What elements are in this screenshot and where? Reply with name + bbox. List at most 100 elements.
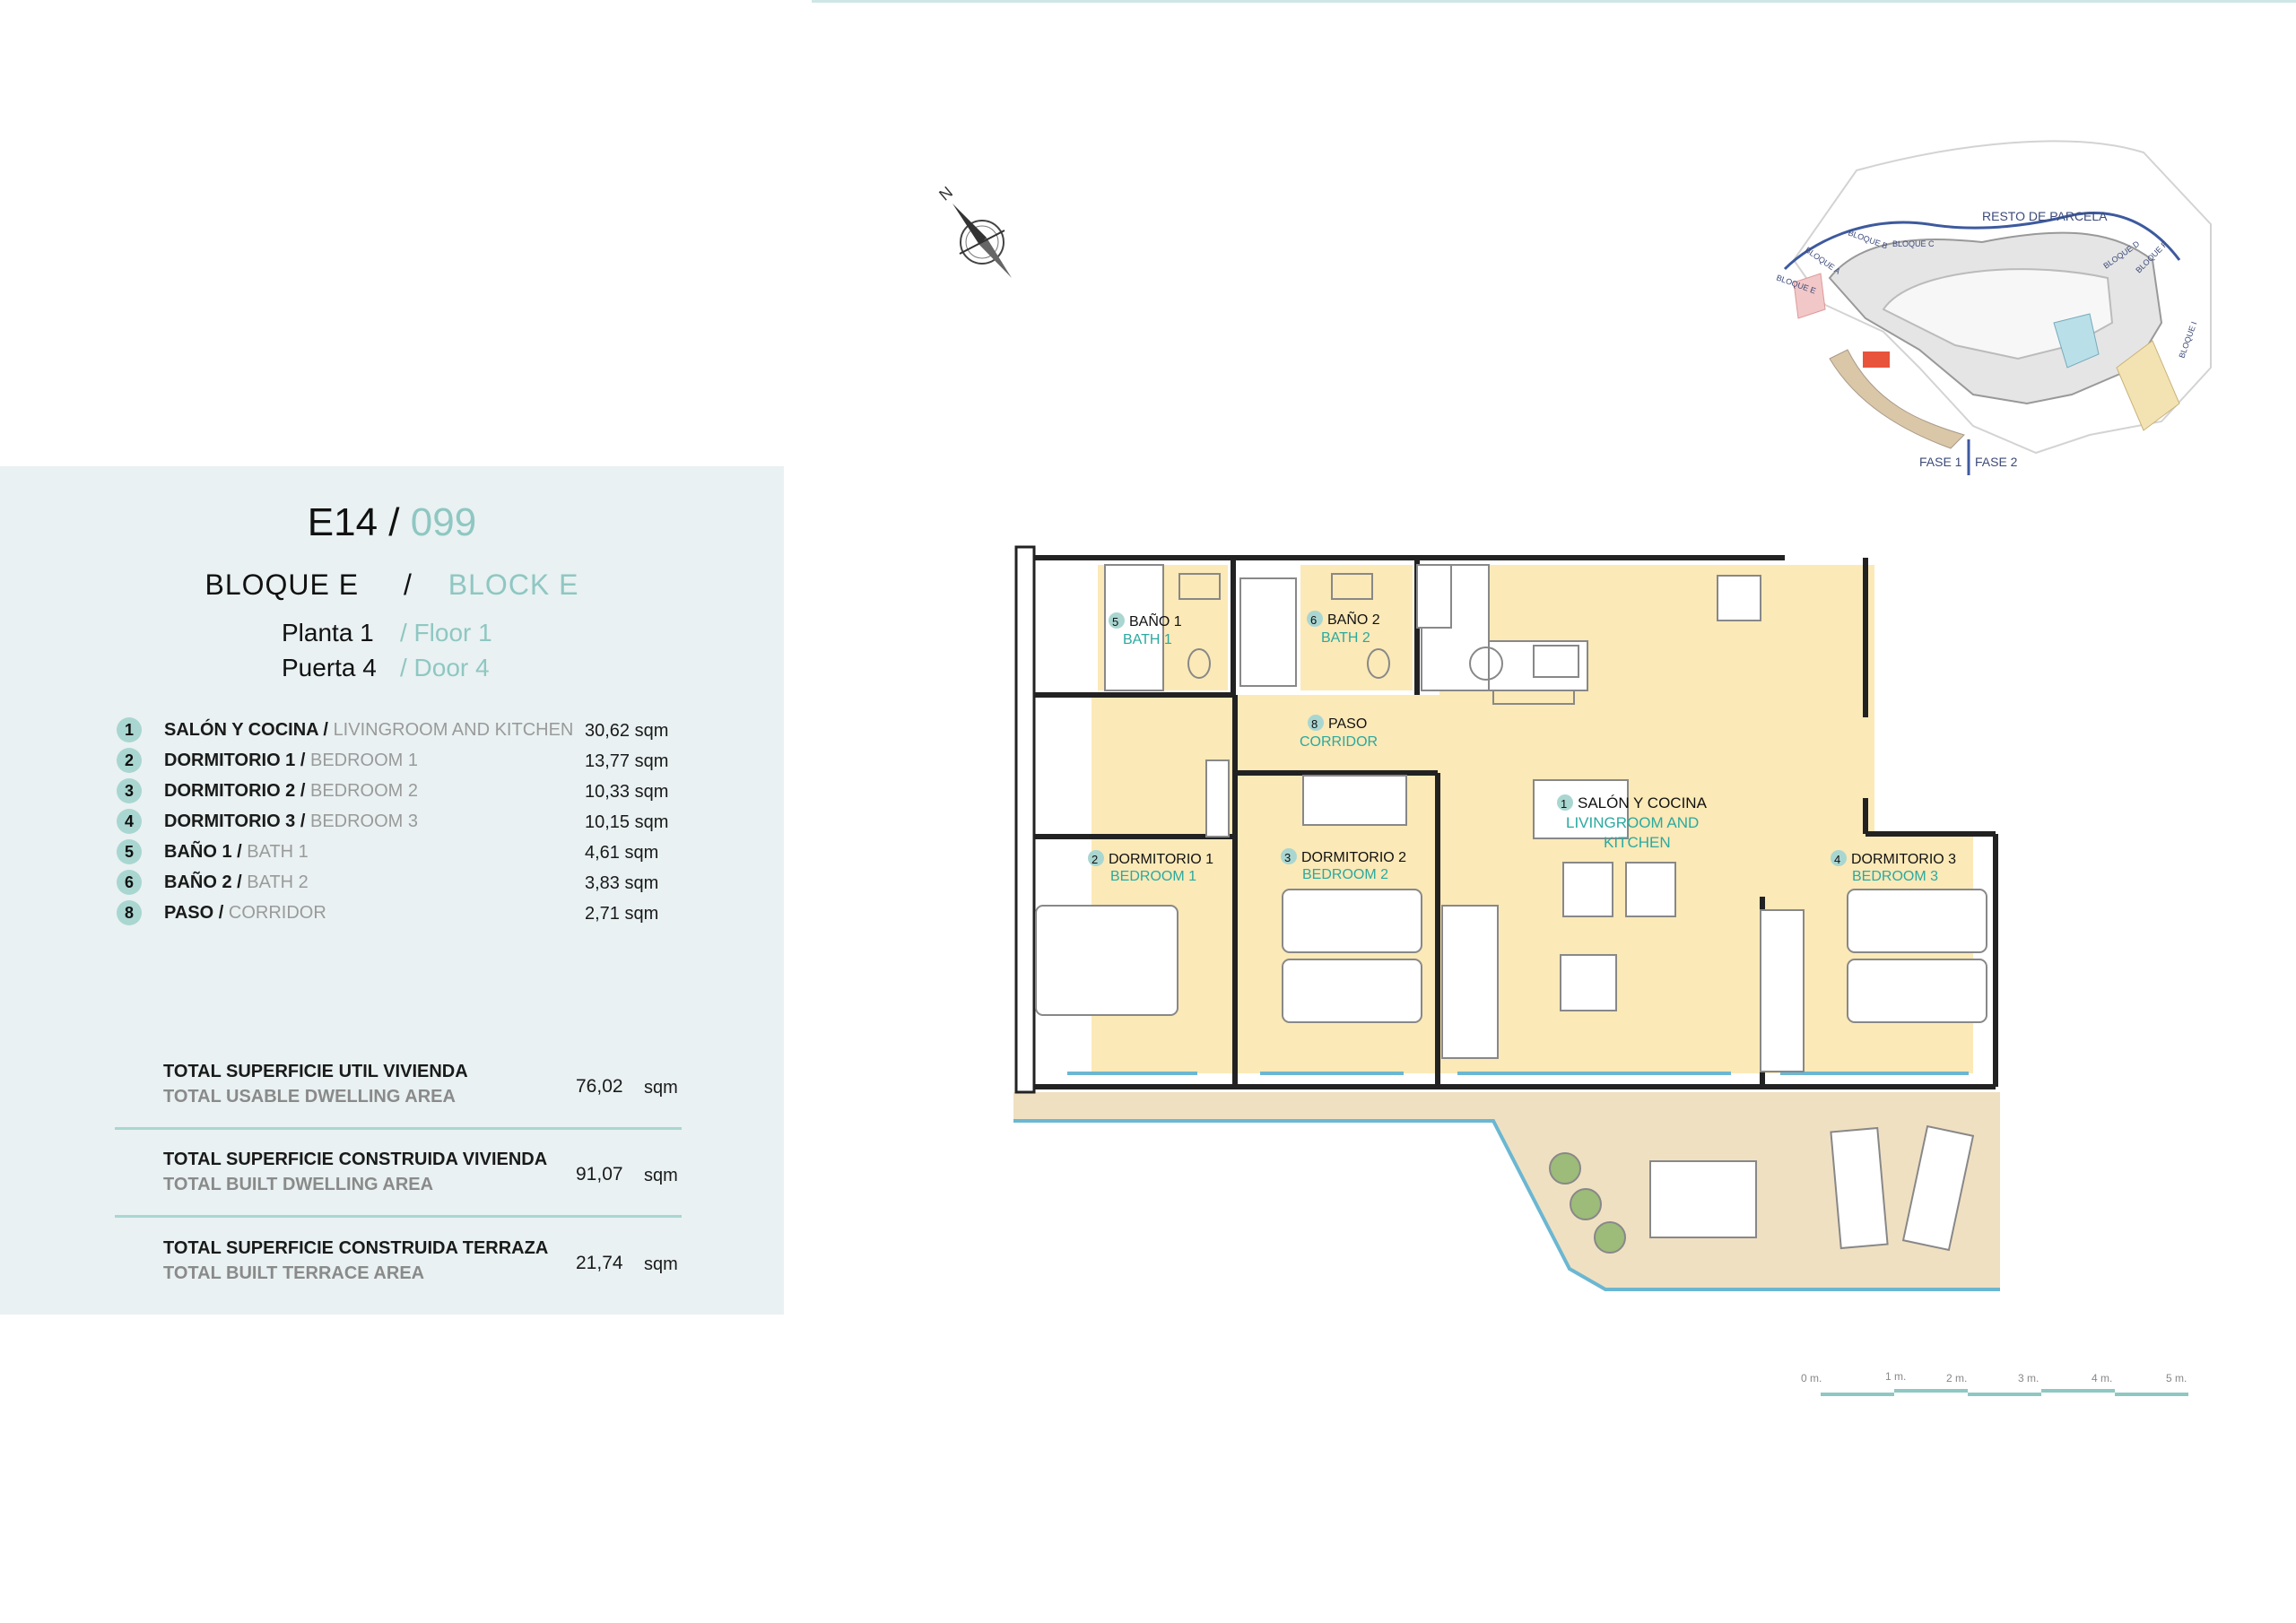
corridor-en: CORRIDOR (1300, 734, 1378, 750)
armchair-icon (1562, 862, 1613, 917)
compass-needle-south (979, 238, 1012, 278)
door-es: Puerta 4 (282, 654, 377, 681)
sofa-icon (1441, 905, 1499, 1059)
room-name-en: LIVINGROOM AND KITCHEN (333, 720, 574, 740)
label-badge (1109, 612, 1125, 629)
room-area: 10,15 sqm (585, 812, 669, 832)
room-name-en: BATH 2 (247, 872, 309, 892)
bath-1-en: BATH 1 (1123, 632, 1172, 647)
washer-icon (1469, 647, 1503, 681)
phase-boundary-line-east (2071, 211, 2181, 261)
label-badge (1088, 850, 1104, 866)
living-number: 1 (1561, 797, 1567, 811)
bath-2-es: BAÑO 2 (1327, 610, 1380, 628)
living-en-2: KITCHEN (1604, 834, 1671, 851)
shower-2 (1239, 577, 1297, 687)
total-en: TOTAL BUILT TERRACE AREA (163, 1263, 425, 1283)
floor-es: Planta 1 (282, 619, 374, 647)
floor-en: / Floor 1 (400, 619, 492, 647)
floor-plan: 5 BAÑO 1 BATH 1 6 BAÑO 2 BATH 2 8 PASO C… (1013, 545, 2000, 1291)
planter-icon (1594, 1221, 1626, 1254)
room-name-en: BEDROOM 1 (309, 751, 419, 770)
room-badge: 8 (117, 900, 142, 925)
door-en: / Door 4 (400, 654, 490, 681)
scale-tick: 1 m. (1885, 1370, 1906, 1383)
kitchen-counter-front (1488, 640, 1588, 691)
bloque-label: BLOQUE C (1892, 239, 1935, 248)
bath-2-en: BATH 2 (1321, 630, 1370, 646)
total-terrace-area: TOTAL SUPERFICIE CONSTRUIDA TERRAZA TOTA… (115, 1238, 682, 1324)
wardrobe-3-icon (1760, 909, 1805, 1072)
floor-row: Planta 1 / Floor 1 (0, 619, 784, 651)
bed-2-en: BEDROOM 2 (1302, 867, 1388, 882)
bed-2-top-icon (1282, 889, 1422, 953)
bath-1-es: BAÑO 1 (1129, 612, 1182, 629)
dining-table-icon (1533, 779, 1629, 839)
toilet-2-icon (1367, 648, 1390, 679)
room-row: 3 DORMITORIO 2 / BEDROOM 2 10,33 sqm (117, 778, 691, 807)
room-name-es: BAÑO 2 / (164, 872, 242, 892)
fase-1-label: FASE 1 (1919, 455, 1962, 469)
label-badge (1557, 794, 1573, 811)
bath-2-number: 6 (1310, 613, 1317, 627)
garden-area (2116, 340, 2180, 431)
total-es: TOTAL SUPERFICIE CONSTRUIDA TERRAZA (163, 1238, 549, 1258)
bath-2-floor (1300, 565, 1413, 690)
scale-tick: 2 m. (1946, 1372, 1967, 1384)
washbasin-2-icon (1331, 573, 1373, 600)
room-name-en: BATH 1 (247, 842, 309, 862)
bed-1-en: BEDROOM 1 (1110, 869, 1196, 884)
planter-icon (1549, 1152, 1581, 1185)
room-badge: 1 (117, 717, 142, 742)
room-name-en: BEDROOM 3 (309, 812, 419, 831)
unit-number: 099 (410, 500, 477, 544)
total-unit: sqm (644, 1166, 678, 1185)
phase-boundary-line (1783, 213, 2073, 271)
block-e-zone (1793, 273, 1826, 319)
room-name-es: DORMITORIO 3 / (164, 812, 306, 831)
total-value: 91,07 (576, 1164, 623, 1185)
bed-2-es: DORMITORIO 2 (1301, 850, 1406, 865)
washbasin-1-icon (1178, 573, 1221, 600)
breakfast-bar (1492, 690, 1575, 705)
room-name-es: DORMITORIO 1 / (164, 751, 306, 770)
room-name-en: CORRIDOR (228, 903, 326, 923)
fase-2-label: FASE 2 (1975, 455, 2018, 469)
living-en-1: LIVINGROOM AND (1566, 814, 1699, 831)
armchair-icon (1625, 862, 1676, 917)
unit-code: E14 / (307, 500, 400, 544)
scale-tick: 0 m. (1801, 1372, 1822, 1384)
top-rule (812, 0, 2296, 3)
bed-3-bottom-icon (1847, 959, 1987, 1023)
room-area: 3,83 sqm (585, 873, 659, 893)
bed-1-number: 2 (1091, 853, 1098, 866)
compass-ring (960, 220, 1004, 265)
divider (115, 1127, 682, 1130)
fridge-icon (1717, 575, 1761, 621)
corridor-number: 8 (1311, 717, 1318, 731)
total-value: 76,02 (576, 1076, 623, 1097)
divider (115, 1215, 682, 1218)
room-area: 4,61 sqm (585, 843, 659, 863)
total-en: TOTAL USABLE DWELLING AREA (163, 1087, 456, 1107)
scale-tick: 3 m. (2018, 1372, 2039, 1384)
room-area: 30,62 sqm (585, 721, 669, 741)
corridor-es: PASO (1328, 716, 1367, 732)
total-unit: sqm (644, 1254, 678, 1274)
terrace-floor (1013, 1092, 2000, 1289)
toilet-1-icon (1187, 648, 1211, 679)
bed-3-number: 4 (1834, 853, 1840, 866)
site-map: RESTO DE PARCELA FASE 1 FASE 2 BLOQUE E … (1775, 140, 2212, 475)
terrace-table-icon (1649, 1160, 1757, 1238)
room-name-es: BAÑO 1 / (164, 842, 242, 862)
terrace-glass-rail (1013, 1119, 2000, 1291)
scale-bar: 0 m. 1 m. 2 m. 3 m. 4 m. 5 m. (1801, 1370, 2188, 1396)
block-es: BLOQUE E (204, 568, 360, 601)
cooktop-icon (1416, 564, 1452, 629)
room-badge: 6 (117, 870, 142, 895)
room-area: 2,71 sqm (585, 904, 659, 924)
room-badge: 5 (117, 839, 142, 864)
room-name-en: BEDROOM 2 (309, 781, 419, 801)
planter-icon (1570, 1188, 1602, 1220)
inner-court (1882, 268, 2114, 360)
